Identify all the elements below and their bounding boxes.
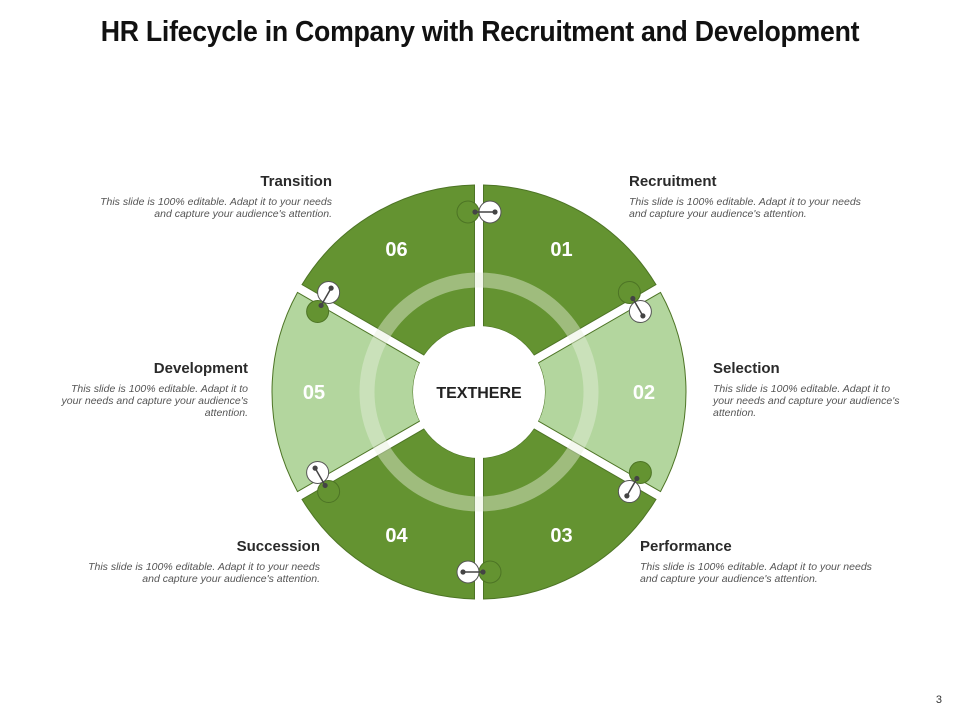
label-text: This slide is 100% editable. Adapt it to… [640, 561, 872, 585]
label-text: This slide is 100% editable. Adapt it to… [61, 383, 248, 419]
connector-dot [630, 295, 636, 302]
puzzle-knob [317, 480, 341, 504]
connector-line [626, 478, 638, 497]
connector-dot [640, 313, 646, 319]
label-transition: Transition This slide is 100% editable. … [80, 173, 332, 220]
connector-dot [460, 569, 466, 575]
label-text: This slide is 100% editable. Adapt it to… [629, 196, 861, 220]
label-succession: Succession This slide is 100% editable. … [70, 538, 320, 585]
connector-dot [480, 569, 486, 575]
inner-ring [359, 272, 599, 512]
label-title: Transition [260, 173, 332, 190]
label-title: Succession [236, 538, 320, 555]
connector-dot [328, 285, 334, 291]
label-title: Recruitment [629, 173, 717, 190]
puzzle-knob [617, 280, 641, 304]
segment-number-recruitment: 01 [550, 239, 572, 261]
label-text: This slide is 100% editable. Adapt it to… [713, 383, 900, 419]
segment-number-selection: 02 [633, 382, 655, 404]
label-recruitment: Recruitment This slide is 100% editable.… [629, 173, 879, 220]
label-selection: Selection This slide is 100% editable. A… [713, 360, 913, 419]
connector-line [320, 287, 332, 306]
center-circle [413, 326, 545, 458]
connector-line [632, 298, 644, 317]
connector-dot [624, 493, 630, 499]
segment-number-development: 05 [303, 382, 325, 404]
puzzle-knob [306, 300, 330, 324]
connector-dot [322, 482, 328, 489]
puzzle-knob [628, 460, 652, 484]
label-title: Selection [713, 360, 780, 377]
label-title: Development [153, 360, 248, 377]
connector-line [314, 467, 326, 486]
connector-dot [312, 465, 318, 471]
label-text: This slide is 100% editable. Adapt it to… [88, 561, 320, 585]
label-performance: Performance This slide is 100% editable.… [640, 538, 890, 585]
page-number: 3 [935, 694, 942, 706]
label-title: Performance [640, 538, 732, 555]
center-text: TEXTHERE [436, 385, 522, 402]
label-development: Development This slide is 100% editable.… [48, 360, 248, 419]
segment-number-transition: 06 [385, 239, 407, 261]
segment-number-performance: 03 [550, 525, 572, 547]
connector-dot [472, 209, 478, 215]
slide-title: HR Lifecycle in Company with Recruitment… [100, 16, 860, 48]
connector-dot [318, 302, 324, 309]
connector-dot [492, 209, 498, 215]
label-text: This slide is 100% editable. Adapt it to… [100, 196, 332, 220]
connector-dot [634, 475, 640, 482]
segment-number-succession: 04 [385, 525, 408, 547]
